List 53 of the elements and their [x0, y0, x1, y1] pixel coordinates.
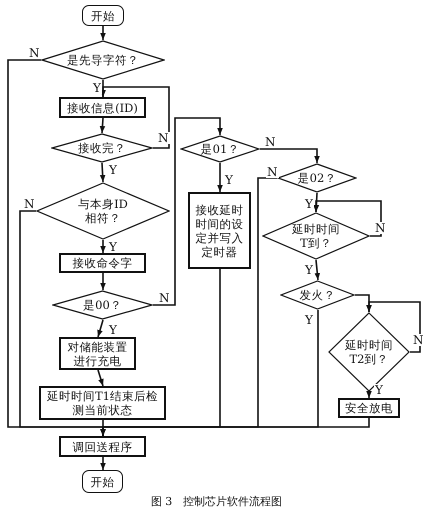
- flow-arrow: [97, 320, 104, 338]
- flow-arrow: [97, 370, 104, 386]
- edge-label: Y: [108, 241, 118, 253]
- edge-label: Y: [224, 174, 234, 186]
- terminal-box: 开始: [82, 470, 123, 493]
- edge-label: N: [266, 166, 278, 178]
- edge-label: N: [158, 292, 170, 304]
- edge-label: Y: [304, 314, 314, 326]
- decision-diamond: 发火？: [280, 280, 355, 310]
- flow-arrow: [100, 240, 106, 253]
- process-box: 接收命令字: [59, 253, 146, 273]
- flow-arrow: [100, 118, 106, 134]
- flow-arrow: [260, 148, 320, 163]
- process-box: 安全放电: [338, 398, 400, 418]
- flow-arrow: [153, 117, 223, 306]
- edge-label: N: [157, 132, 170, 144]
- flow-arrow: [100, 457, 106, 470]
- flow-arrow: [366, 391, 372, 398]
- decision-diamond: 接收完？: [51, 133, 153, 163]
- edge-label: Y: [92, 82, 102, 94]
- flow-arrow: [100, 26, 106, 40]
- edge-label: Y: [304, 264, 314, 276]
- edge-label: N: [412, 334, 424, 346]
- flow-arrow: [313, 200, 382, 237]
- edge-label: N: [28, 47, 40, 59]
- flow-arrow: [314, 260, 320, 280]
- process-box: 对储能装置进行充电: [59, 337, 136, 370]
- edge-label: N: [374, 222, 386, 234]
- decision-diamond: 是01？: [180, 135, 260, 163]
- process-box: 接收信息(ID): [59, 97, 146, 118]
- edge-label: Y: [108, 164, 118, 176]
- decision-diamond: 延时时间T到？: [262, 212, 370, 260]
- decision-diamond: 是02？: [277, 163, 357, 193]
- flow-arrow: [100, 162, 106, 182]
- flow-arrow: [100, 86, 170, 149]
- flow-arrow: [100, 273, 106, 290]
- edge-label: Y: [108, 324, 118, 336]
- edge-label: N: [264, 136, 276, 148]
- process-box: 接收延时时间的设定并写入定时器: [188, 192, 251, 269]
- flow-arrow: [217, 163, 223, 192]
- decision-diamond: 是00？: [52, 290, 153, 320]
- edge-label: Y: [374, 384, 384, 396]
- terminal-box: 开始: [82, 5, 124, 26]
- flow-arrow: [314, 192, 320, 212]
- flow-arrow: [366, 301, 421, 353]
- decision-diamond: 与本身ID相符？: [36, 182, 170, 240]
- flow-arrow: [100, 418, 370, 436]
- figure-caption: 图 3 控制芯片软件流程图: [150, 495, 282, 508]
- edge-label: Y: [304, 198, 314, 210]
- decision-diamond: 是先导字符？: [41, 40, 165, 80]
- process-box: 延时时间T1结束后检测当前状态: [39, 386, 166, 420]
- process-box: 调回送程序: [59, 436, 146, 457]
- edge-label: N: [23, 198, 36, 210]
